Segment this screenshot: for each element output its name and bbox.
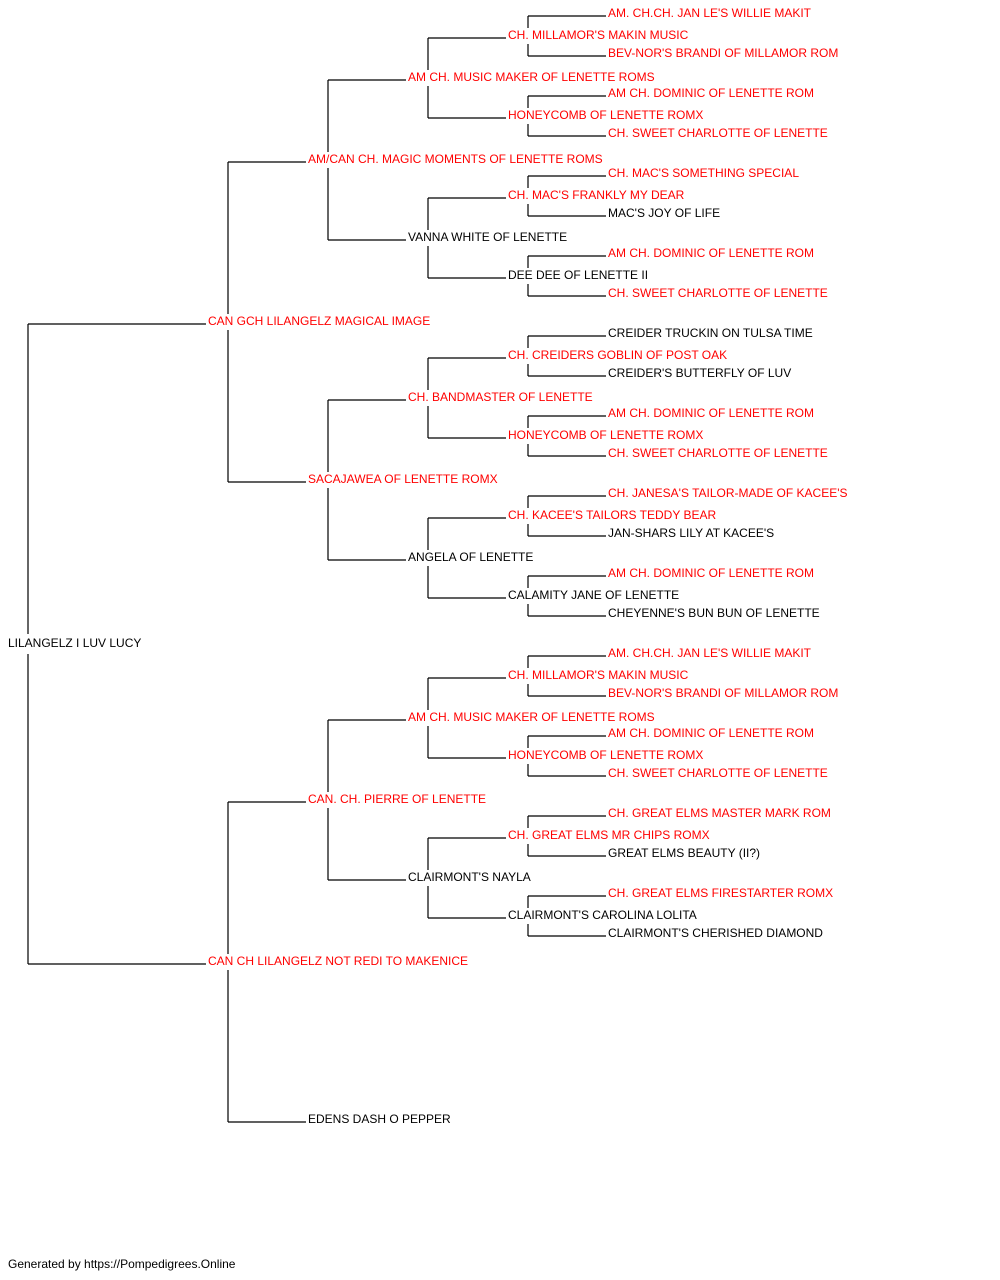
pedigree-node-gen5: CHEYENNE'S BUN BUN OF LENETTE — [608, 606, 820, 620]
pedigree-node-gen5: CH. GREAT ELMS FIRESTARTER ROMX — [608, 886, 834, 900]
pedigree-node-gen5: JAN-SHARS LILY AT KACEE'S — [608, 526, 775, 540]
pedigree-node-gen3: AM CH. MUSIC MAKER OF LENETTE ROMS — [408, 70, 655, 84]
pedigree-node-gen2: CAN. CH. PIERRE OF LENETTE — [308, 792, 487, 806]
pedigree-node-gen5: AM CH. DOMINIC OF LENETTE ROM — [608, 406, 815, 420]
pedigree-node-gen4: CH. MAC'S FRANKLY MY DEAR — [508, 188, 685, 202]
pedigree-node-gen0: LILANGELZ I LUV LUCY — [8, 636, 142, 650]
pedigree-node-gen5: CREIDER TRUCKIN ON TULSA TIME — [608, 326, 813, 340]
pedigree-node-gen5: CREIDER'S BUTTERFLY OF LUV — [608, 366, 792, 380]
pedigree-node-gen5: BEV-NOR'S BRANDI OF MILLAMOR ROM — [608, 46, 839, 60]
pedigree-node-gen4: CH. GREAT ELMS MR CHIPS ROMX — [508, 828, 710, 842]
pedigree-node-gen5: CH. GREAT ELMS MASTER MARK ROM — [608, 806, 831, 820]
pedigree-node-gen5: GREAT ELMS BEAUTY (II?) — [608, 846, 761, 860]
pedigree-node-gen3: CH. BANDMASTER OF LENETTE — [408, 390, 593, 404]
pedigree-node-gen5: AM CH. DOMINIC OF LENETTE ROM — [608, 246, 815, 260]
pedigree-node-gen5: CH. SWEET CHARLOTTE OF LENETTE — [608, 446, 828, 460]
pedigree-node-gen5: AM. CH.CH. JAN LE'S WILLIE MAKIT — [608, 6, 811, 20]
generated-by-footer: Generated by https://Pompedigrees.Online — [8, 1257, 236, 1271]
pedigree-node-gen5: CH. JANESA'S TAILOR-MADE OF KACEE'S — [608, 486, 848, 500]
pedigree-node-gen5: CH. MAC'S SOMETHING SPECIAL — [608, 166, 799, 180]
pedigree-node-gen4: CH. MILLAMOR'S MAKIN MUSIC — [508, 28, 689, 42]
pedigree-node-gen5: AM CH. DOMINIC OF LENETTE ROM — [608, 86, 815, 100]
pedigree-node-gen3: VANNA WHITE OF LENETTE — [408, 230, 568, 244]
pedigree-node-gen3: AM CH. MUSIC MAKER OF LENETTE ROMS — [408, 710, 655, 724]
pedigree-node-gen4: CALAMITY JANE OF LENETTE — [508, 588, 680, 602]
pedigree-node-gen4: CLAIRMONT'S CAROLINA LOLITA — [508, 908, 697, 922]
pedigree-node-gen5: AM CH. DOMINIC OF LENETTE ROM — [608, 566, 815, 580]
pedigree-node-gen2: SACAJAWEA OF LENETTE ROMX — [308, 472, 498, 486]
pedigree-node-gen4: CH. KACEE'S TAILORS TEDDY BEAR — [508, 508, 717, 522]
pedigree-node-gen3: CLAIRMONT'S NAYLA — [408, 870, 531, 884]
pedigree-node-gen4: HONEYCOMB OF LENETTE ROMX — [508, 428, 704, 442]
pedigree-node-gen5: BEV-NOR'S BRANDI OF MILLAMOR ROM — [608, 686, 839, 700]
pedigree-node-gen5: AM CH. DOMINIC OF LENETTE ROM — [608, 726, 815, 740]
pedigree-node-gen1: CAN GCH LILANGELZ MAGICAL IMAGE — [208, 314, 431, 328]
pedigree-node-gen2: EDENS DASH O PEPPER — [308, 1112, 451, 1126]
pedigree-node-gen5: CH. SWEET CHARLOTTE OF LENETTE — [608, 766, 828, 780]
pedigree-node-gen4: HONEYCOMB OF LENETTE ROMX — [508, 748, 704, 762]
pedigree-node-gen5: AM. CH.CH. JAN LE'S WILLIE MAKIT — [608, 646, 811, 660]
pedigree-node-gen1: CAN CH LILANGELZ NOT REDI TO MAKENICE — [208, 954, 469, 968]
pedigree-node-gen4: CH. CREIDERS GOBLIN OF POST OAK — [508, 348, 728, 362]
pedigree-node-gen4: CH. MILLAMOR'S MAKIN MUSIC — [508, 668, 689, 682]
pedigree-node-gen4: DEE DEE OF LENETTE II — [508, 268, 649, 282]
pedigree-node-gen5: CH. SWEET CHARLOTTE OF LENETTE — [608, 126, 828, 140]
pedigree-node-gen4: HONEYCOMB OF LENETTE ROMX — [508, 108, 704, 122]
pedigree-node-gen3: ANGELA OF LENETTE — [408, 550, 534, 564]
pedigree-node-gen5: CH. SWEET CHARLOTTE OF LENETTE — [608, 286, 828, 300]
pedigree-node-gen2: AM/CAN CH. MAGIC MOMENTS OF LENETTE ROMS — [308, 152, 603, 166]
pedigree-node-gen5: CLAIRMONT'S CHERISHED DIAMOND — [608, 926, 823, 940]
pedigree-node-gen5: MAC'S JOY OF LIFE — [608, 206, 721, 220]
